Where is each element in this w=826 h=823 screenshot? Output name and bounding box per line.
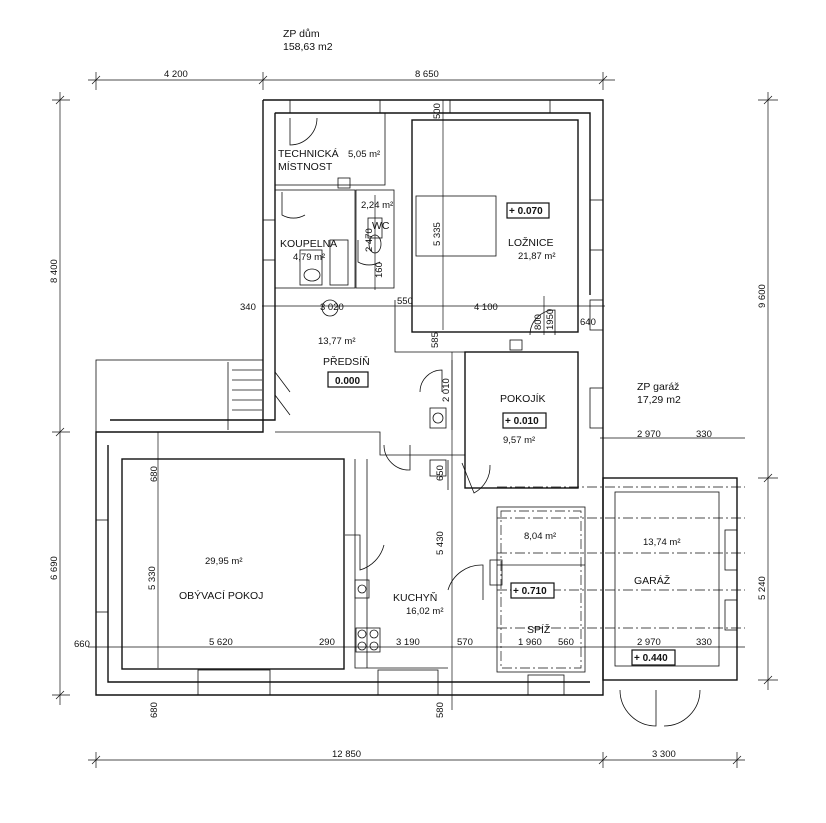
living-room-area: 29,95 m² bbox=[205, 556, 243, 567]
dim-340: 340 bbox=[240, 302, 256, 313]
level-box-small-room bbox=[502, 412, 547, 429]
dim-800: 800 bbox=[533, 314, 544, 330]
technical-room-area: 5,05 m² bbox=[348, 149, 380, 160]
dim-660: 660 bbox=[74, 639, 90, 650]
dim-2970-b: 2 970 bbox=[637, 637, 661, 648]
dim-5335: 5 335 bbox=[432, 222, 443, 246]
dim-right-total: 9 600 bbox=[757, 284, 768, 308]
living-room-name: OBÝVACÍ POKOJ bbox=[179, 589, 263, 602]
dim-680-b: 680 bbox=[149, 702, 160, 718]
dim-left-lower: 6 690 bbox=[49, 556, 60, 580]
dim-4100: 4 100 bbox=[474, 302, 498, 313]
kitchen-area: 16,02 m² bbox=[406, 606, 444, 617]
level-box-garage bbox=[631, 649, 676, 666]
dim-top-left: 4 200 bbox=[164, 69, 188, 80]
bathroom-name: KOUPELNA bbox=[280, 238, 337, 250]
garage-level: + 0.440 bbox=[634, 653, 668, 664]
dim-1960: 1 960 bbox=[518, 637, 542, 648]
small-room-level: + 0.010 bbox=[505, 416, 539, 427]
doors-and-fixtures bbox=[274, 117, 701, 727]
pantry-level: + 0.710 bbox=[513, 586, 547, 597]
wc-name: WC bbox=[372, 220, 390, 232]
dim-570: 570 bbox=[457, 637, 473, 648]
dim-left-upper: 8 400 bbox=[49, 259, 60, 283]
bedroom-level: + 0.070 bbox=[509, 206, 543, 217]
dim-2970-a: 2 970 bbox=[637, 429, 661, 440]
garage-summary-area: 17,29 m2 bbox=[637, 394, 681, 406]
dim-5620: 5 620 bbox=[209, 637, 233, 648]
dim-640: 640 bbox=[580, 317, 596, 328]
pantry-area: 8,04 m² bbox=[524, 531, 556, 542]
dim-5430: 5 430 bbox=[435, 531, 446, 555]
dim-560: 560 bbox=[558, 637, 574, 648]
dim-680-a: 680 bbox=[149, 466, 160, 482]
dim-500: 500 bbox=[432, 103, 443, 119]
dim-650: 650 bbox=[435, 465, 446, 481]
hall-level: 0.000 bbox=[335, 376, 360, 387]
house-summary-title: ZP dům bbox=[283, 28, 320, 40]
bedroom-name: LOŽNICE bbox=[508, 236, 554, 249]
hall-name: PŘEDSÍŇ bbox=[323, 355, 370, 368]
small-room-name: POKOJÍK bbox=[500, 392, 546, 405]
level-box-hall bbox=[327, 371, 369, 388]
garage-area: 13,74 m² bbox=[643, 537, 681, 548]
walls bbox=[95, 99, 745, 696]
level-box-pantry bbox=[510, 582, 555, 599]
dim-290: 290 bbox=[319, 637, 335, 648]
garage-summary-title: ZP garáž bbox=[637, 381, 679, 393]
small-room-area: 9,57 m² bbox=[503, 435, 535, 446]
dim-5330: 5 330 bbox=[147, 566, 158, 590]
technical-room-name-1: TECHNICKÁ bbox=[278, 147, 339, 160]
bathroom-area: 4,79 m² bbox=[293, 252, 325, 263]
dim-top-right: 8 650 bbox=[415, 69, 439, 80]
dim-330-b: 330 bbox=[696, 637, 712, 648]
technical-room-name-2: MÍSTNOST bbox=[278, 160, 333, 173]
dim-160: 160 bbox=[374, 262, 385, 278]
pantry-name: SPÍŽ bbox=[527, 623, 551, 636]
hall-area: 13,77 m² bbox=[318, 336, 356, 347]
dim-580: 580 bbox=[435, 702, 446, 718]
dim-2010: 2 010 bbox=[441, 378, 452, 402]
dim-585: 585 bbox=[430, 332, 441, 348]
dim-550: 550 bbox=[397, 296, 413, 307]
kitchen-name: KUCHYŇ bbox=[393, 591, 437, 604]
dim-bottom-garage: 3 300 bbox=[652, 749, 676, 760]
dim-1950: 1950 bbox=[545, 309, 556, 330]
dim-330-a: 330 bbox=[696, 429, 712, 440]
bedroom-area: 21,87 m² bbox=[518, 251, 556, 262]
garage-name: GARÁŽ bbox=[634, 574, 671, 587]
dim-right-garage: 5 240 bbox=[757, 576, 768, 600]
dim-bottom-main: 12 850 bbox=[332, 749, 361, 760]
dim-2470: 2 470 bbox=[364, 228, 375, 252]
level-box-bedroom bbox=[506, 202, 550, 219]
wc-area: 2,24 m² bbox=[361, 200, 393, 211]
dim-3020: 3 020 bbox=[320, 302, 344, 313]
dim-3190: 3 190 bbox=[396, 637, 420, 648]
house-summary-area: 158,63 m2 bbox=[283, 41, 333, 53]
